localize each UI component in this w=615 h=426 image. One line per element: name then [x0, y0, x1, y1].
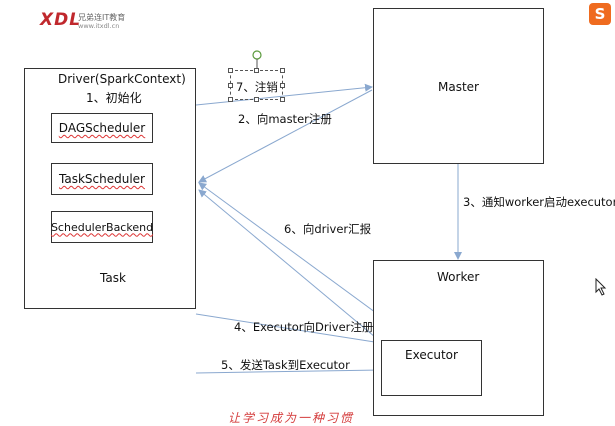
schedulerbackend-label: SchedulerBackend [50, 220, 154, 234]
selection-handle[interactable] [280, 83, 285, 88]
logo-xdl: XDL [40, 10, 82, 30]
dagscheduler-label: DAGScheduler [58, 121, 146, 135]
selection-handle[interactable] [254, 68, 259, 73]
arrow-executor-to-driver [198, 189, 382, 343]
executor-box: Executor [381, 340, 482, 396]
selection-handle[interactable] [254, 97, 259, 102]
master-title: Master [438, 80, 479, 94]
arrow-driver-to-executor-1 [195, 313, 382, 346]
footer-slogan: 让学习成为一种习惯 [228, 411, 355, 425]
step6-label: 6、向driver汇报 [284, 222, 372, 236]
logo-url: www.itxdl.cn [78, 22, 120, 30]
master-box [373, 8, 544, 164]
selection-handle[interactable] [228, 68, 233, 73]
worker-title: Worker [437, 270, 480, 284]
dagscheduler-box: DAGScheduler [51, 113, 153, 143]
selection-handle[interactable] [280, 68, 285, 73]
arrow-driver-to-executor-2 [195, 366, 382, 375]
selection-handle[interactable] [228, 83, 233, 88]
driver-init-label: 1、初始化 [86, 91, 142, 105]
selection-handle[interactable] [280, 97, 285, 102]
task-label: Task [100, 271, 126, 285]
arrow-driver-to-master [195, 83, 373, 106]
logo-subtitle: 兄弟连IT教育 [78, 13, 126, 22]
taskscheduler-label: TaskScheduler [59, 172, 145, 186]
step2-label: 2、向master注册 [238, 112, 332, 126]
taskscheduler-box: TaskScheduler [51, 163, 153, 195]
mouse-cursor-icon [595, 278, 607, 296]
selection-handle[interactable] [228, 97, 233, 102]
step7-label: 7、注销 [236, 80, 278, 94]
executor-label: Executor [405, 348, 458, 362]
driver-title: Driver(SparkContext) [58, 72, 186, 86]
arrow-master-to-driver [198, 89, 373, 183]
step5-label: 5、发送Task到Executor [221, 358, 350, 372]
sogou-ime-icon[interactable]: S [589, 3, 611, 25]
step4-label: 4、Executor向Driver注册 [234, 320, 374, 334]
schedulerbackend-box: SchedulerBackend [51, 211, 153, 243]
rotate-handle-icon[interactable] [251, 49, 263, 69]
step3-label: 3、通知worker启动executor [463, 195, 615, 209]
